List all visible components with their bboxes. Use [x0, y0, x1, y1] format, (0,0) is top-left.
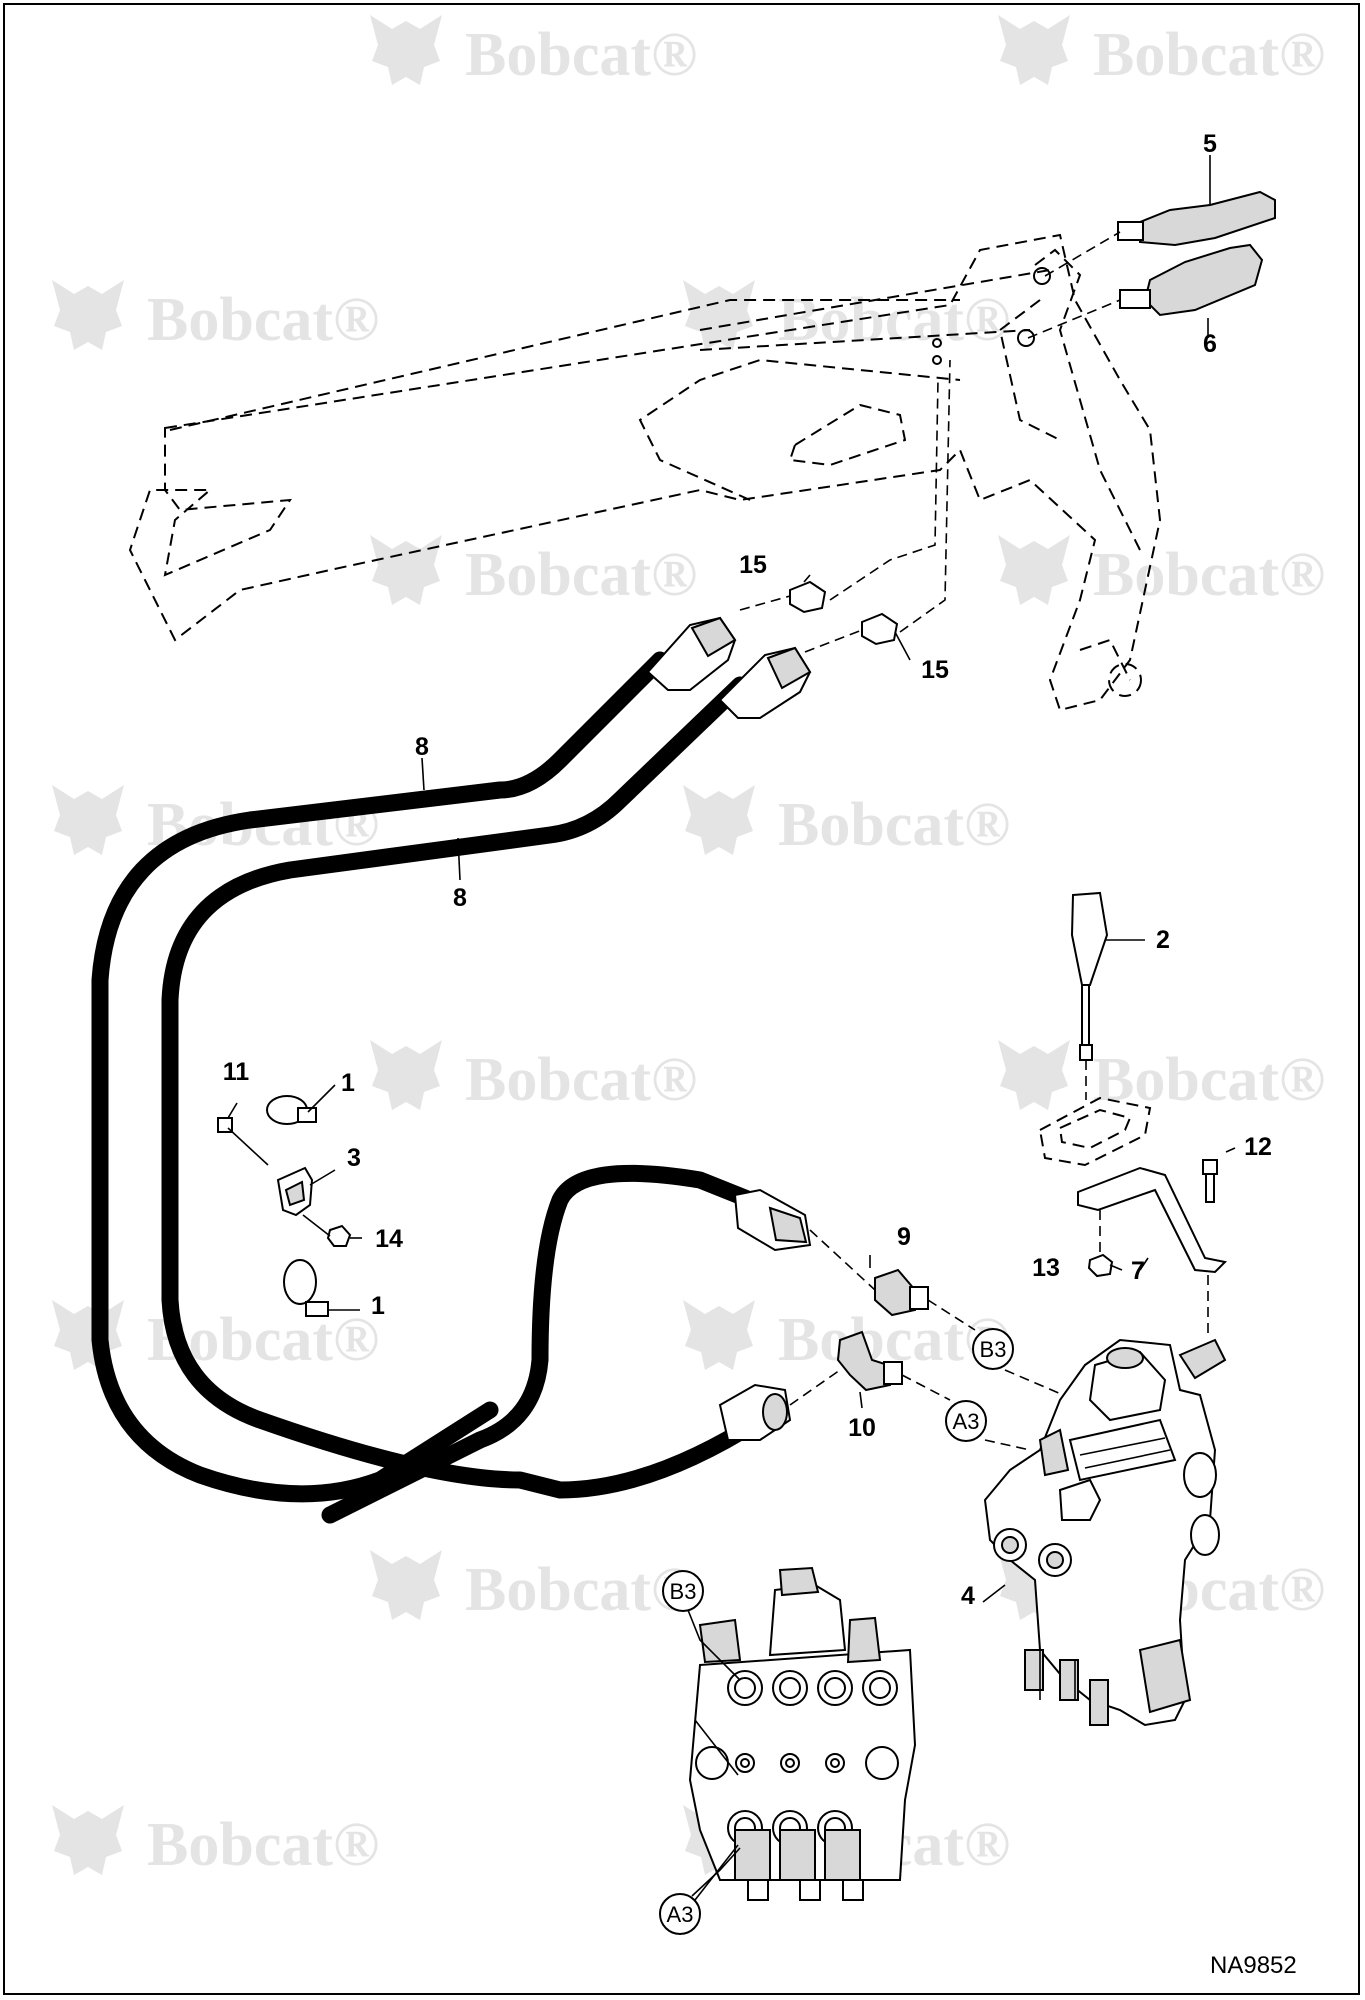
callout-labels: 5 6 15 15 8 8 2 11 1 3 14 1 9 12 13 7 10…: [223, 130, 1272, 1610]
hose-lower: [321, 1164, 759, 1524]
control-valve: [983, 1338, 1227, 1727]
watermark-text: Bobcat®: [1093, 21, 1325, 89]
bobcat-head-icon: [52, 280, 124, 350]
callout-14: 14: [375, 1225, 403, 1253]
callout-15-lower: 15: [921, 656, 949, 684]
bobcat-head-icon: [370, 1040, 442, 1110]
bobcat-watermark: Bobcat®: [683, 280, 1010, 354]
watermark-text: Bobcat®: [1093, 541, 1325, 609]
quick-coupler-female: [1119, 243, 1264, 317]
callout-6: 6: [1203, 330, 1217, 358]
bobcat-head-icon: [52, 1300, 124, 1370]
watermark-text: Bobcat®: [147, 286, 379, 354]
bobcat-head-icon: [370, 535, 442, 605]
boot-gasket: [1038, 1096, 1152, 1167]
inset-port-label-a3: A3: [667, 1902, 694, 1927]
bobcat-watermark: Bobcat®: [52, 1805, 379, 1879]
bobcat-watermark: Bobcat®: [370, 1550, 697, 1624]
callout-8-outer: 8: [415, 733, 429, 761]
mounting-bracket: [1077, 1166, 1228, 1274]
watermark-text: Bobcat®: [465, 541, 697, 609]
inset-port-label-b3: B3: [670, 1579, 697, 1604]
bobcat-watermark: Bobcat®: [370, 535, 697, 609]
valve-port-inner: [869, 1677, 891, 1699]
loader-arm-outline: [128, 233, 1162, 712]
control-valve-inset: [688, 1566, 917, 1901]
valve-port-inner: [785, 1758, 795, 1768]
bobcat-head-icon: [683, 1300, 755, 1370]
valve-side-port: [695, 1746, 729, 1780]
jam-nut-upper: [789, 580, 827, 614]
clamp-bracket: [276, 1166, 314, 1217]
jam-nut-lower: [861, 612, 899, 646]
hose-clamp-upper: [266, 1095, 317, 1125]
hose-fitting-valve-b3: [733, 1188, 812, 1252]
watermark-text: Bobcat®: [465, 1046, 697, 1114]
callout-1-upper: 1: [341, 1069, 355, 1097]
bobcat-watermark: Bobcat®: [370, 15, 697, 89]
valve-port-inner: [824, 1677, 846, 1699]
bobcat-watermark: Bobcat®: [998, 535, 1325, 609]
watermark-text: Bobcat®: [147, 1811, 379, 1879]
callout-10: 10: [848, 1414, 876, 1442]
figure-code: NA9852: [1210, 1952, 1297, 1979]
bobcat-head-icon: [998, 535, 1070, 605]
bobcat-head-icon: [52, 1805, 124, 1875]
adapter-fitting: [874, 1268, 929, 1317]
callout-12: 12: [1244, 1133, 1272, 1161]
callout-9: 9: [897, 1223, 911, 1251]
callout-4: 4: [961, 1582, 975, 1610]
callout-5: 5: [1203, 130, 1217, 158]
valve-port-inner: [779, 1677, 801, 1699]
hose-outer: [91, 651, 669, 1503]
watermark-text: Bobcat®: [778, 791, 1010, 859]
bobcat-watermark: Bobcat®: [683, 785, 1010, 859]
elbow-fitting: [836, 1330, 903, 1392]
bobcat-head-icon: [683, 280, 755, 350]
watermark-text: Bobcat®: [465, 1556, 697, 1624]
callout-8-inner: 8: [453, 884, 467, 912]
bobcat-head-icon: [370, 15, 442, 85]
port-labels: B3 A3 B3 A3: [659, 1328, 1014, 1935]
bracket-bolt: [1202, 1159, 1218, 1203]
watermark-text: Bobcat®: [465, 21, 697, 89]
bobcat-head-icon: [998, 1040, 1070, 1110]
hose-fitting-upper: [646, 616, 737, 691]
leader-lines: [227, 155, 1236, 1901]
bobcat-watermark: Bobcat®: [370, 1040, 697, 1114]
callout-7: 7: [1131, 1257, 1145, 1285]
valve-port-inner: [830, 1758, 840, 1768]
bobcat-head-icon: [52, 785, 124, 855]
control-handle: [1070, 891, 1109, 1061]
bobcat-watermark: Bobcat®: [998, 15, 1325, 89]
clamp-nut: [326, 1224, 352, 1247]
callout-13: 13: [1032, 1254, 1060, 1282]
callout-3: 3: [347, 1144, 361, 1172]
port-label-a3: A3: [953, 1409, 980, 1434]
quick-coupler-male: [1117, 190, 1276, 247]
hose-fitting-lower: [718, 646, 812, 719]
valve-side-port: [865, 1746, 899, 1780]
hose-inner: [161, 676, 769, 1499]
hose-fitting-valve-a3: [718, 1383, 792, 1441]
callout-2: 2: [1156, 926, 1170, 954]
bobcat-watermark: Bobcat®: [998, 1040, 1325, 1114]
hose-clamp-lower: [283, 1259, 329, 1317]
callout-11: 11: [223, 1058, 250, 1086]
bobcat-head-icon: [370, 1550, 442, 1620]
valve-port-inner: [740, 1758, 750, 1768]
callout-1-lower: 1: [371, 1292, 385, 1320]
bracket-nut: [1087, 1253, 1114, 1278]
watermark-text: Bobcat®: [1093, 1046, 1325, 1114]
valve-port-inner: [734, 1677, 756, 1699]
callout-15-upper: 15: [739, 551, 767, 579]
bobcat-head-icon: [998, 15, 1070, 85]
port-label-b3: B3: [980, 1337, 1007, 1362]
bobcat-head-icon: [683, 785, 755, 855]
clamp-bolt: [217, 1117, 269, 1166]
bobcat-watermark: Bobcat®: [52, 280, 379, 354]
